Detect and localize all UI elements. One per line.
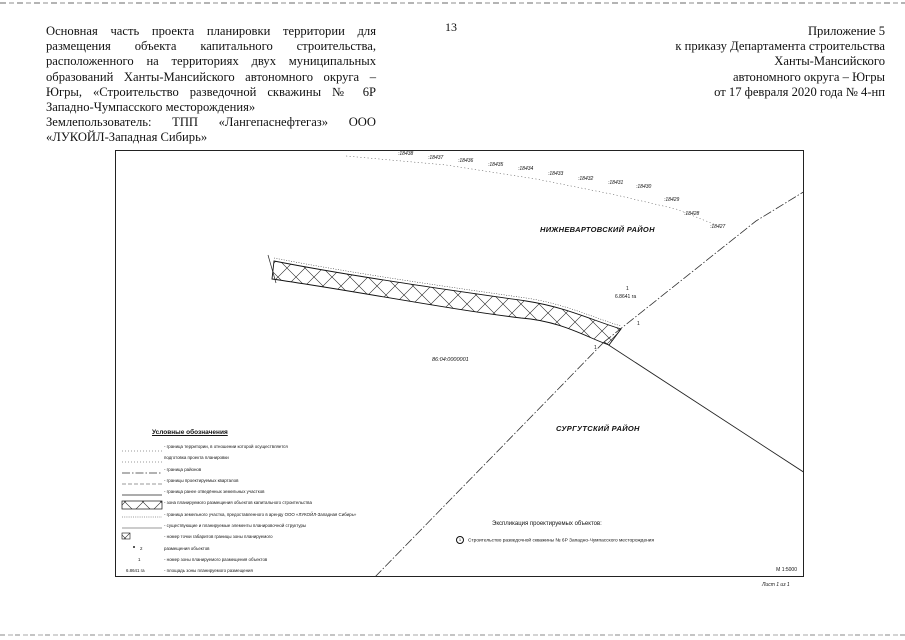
legend-row: - зона планируемого размещения объектов … [122, 498, 372, 509]
district-boundary-north [603, 191, 803, 343]
boundary-point-18428: :18428 [684, 211, 700, 217]
boundary-point-18430: :18430 [636, 184, 652, 190]
map-legend: Условные обозначения - граница территори… [122, 429, 372, 576]
zone-number-label: 1 [626, 286, 629, 292]
map-scale: М 1:5000 [776, 567, 797, 573]
legend-row: 6.8641 га - площадь зоны планируемого ра… [122, 566, 372, 576]
sheet-label: Лист 1 из 1 [762, 582, 790, 588]
legend-text: - зона планируемого размещения объектов … [164, 500, 312, 506]
planned-zone [271, 260, 622, 346]
boundary-point-18438: :18438 [398, 151, 414, 157]
cadastral-number: 86:04:0000001 [432, 357, 469, 363]
scan-edge-bottom [0, 634, 905, 636]
boundary-point-18433: :18433 [548, 171, 564, 177]
appendix-line-3: Ханты-Мансийского [774, 54, 885, 69]
boundary-point-18437: :18437 [428, 155, 444, 161]
legend-row: - граница земельного участка, предоставл… [122, 510, 372, 521]
zone-start-tick [267, 254, 277, 284]
boundary-point-18435: :18435 [488, 162, 504, 168]
region-label-surgut: СУРГУТСКИЙ РАЙОН [556, 424, 640, 433]
legend-row: - граница районов [122, 465, 372, 476]
legend-row: - граница территории, в отношении которо… [122, 442, 372, 453]
legend-sample-zone-area: 6.8641 га [126, 568, 145, 574]
legend-text: - граница ранее отведённых земельных уча… [164, 489, 265, 495]
explication-item-number: 1 [456, 536, 464, 544]
planning-map: :18438 :18437 :18436 :18435 :18434 :1843… [115, 150, 804, 577]
project-description: Основная часть проекта планировки террит… [46, 24, 376, 115]
boundary-point-18436: :18436 [458, 158, 474, 164]
legend-row: подготовка проекта планировки [122, 453, 372, 464]
boundary-point-18427: :18427 [710, 224, 726, 230]
legend-row: - граница ранее отведённых земельных уча… [122, 487, 372, 498]
legend-text: - граница земельного участка, предоставл… [164, 511, 357, 517]
explication-item-text: Строительство разведочной скважины № 6Р … [468, 538, 655, 544]
page-number: 13 [445, 20, 457, 34]
legend-sample-point: 2 [140, 545, 143, 551]
legend-row: - существующие и планируемые элементы пл… [122, 521, 372, 532]
cadastral-boundary [603, 341, 803, 473]
legend-text: - граница районов [164, 466, 202, 472]
legend-text: - граница территории, в отношении которо… [164, 444, 288, 449]
line-marker-2: 1 [637, 321, 640, 327]
legend-sample-zone-number: 1 [138, 556, 141, 562]
explication-item: 1 Строительство разведочной скважины № 6Р… [456, 536, 654, 544]
appendix-block: Приложение 5 к приказу Департамента стро… [585, 24, 885, 100]
map-drawing [121, 155, 803, 576]
legend-title: Условные обозначения [152, 429, 228, 436]
boundary-point-18434: :18434 [518, 166, 534, 172]
legend-text: подготовка проекта планировки [164, 455, 229, 461]
legend-text: - номер точки габаритов границы зоны пла… [164, 534, 273, 540]
boundary-point-18431: :18431 [608, 180, 624, 186]
appendix-date: от 17 февраля 2020 года № 4-нп [714, 84, 885, 99]
appendix-title: Приложение 5 [807, 24, 885, 38]
legend-text: - существующие и планируемые элементы пл… [164, 523, 307, 529]
legend-text: - площадь зоны планируемого размещения [164, 568, 253, 574]
scan-edge-top [0, 2, 905, 4]
legend-row: 1 - номер зоны планируемого размещения о… [122, 555, 372, 566]
district-boundary-south [375, 341, 605, 576]
legend-text: - границы проектируемых кварталов [164, 477, 239, 483]
boundary-point-18432: :18432 [578, 176, 594, 182]
explication-title: Экспликация проектируемых объектов: [492, 521, 602, 527]
region-label-nizhnevartovsk: НИЖНЕВАРТОВСКИЙ РАЙОН [540, 225, 655, 234]
zone-dotted-outline [273, 257, 622, 327]
legend-symbols [121, 450, 163, 548]
document-description: Основная часть проекта планировки террит… [46, 24, 376, 146]
legend-row: 2 размещения объектов [122, 544, 372, 555]
appendix-line-2: к приказу Департамента строительства [675, 39, 885, 54]
boundary-point-18429: :18429 [664, 197, 680, 203]
legend-text: - номер зоны планируемого размещения объ… [164, 556, 268, 562]
line-marker-1: 1 [594, 345, 597, 351]
legend-row: - границы проектируемых кварталов [122, 476, 372, 487]
legend-row: - номер точки габаритов границы зоны пла… [122, 532, 372, 543]
land-user: Землепользователь: ТПП «Лангепаснефтегаз… [46, 115, 376, 145]
appendix-line-4: автономного округа – Югры [732, 69, 885, 84]
zone-area-label: 6.8641 га [615, 294, 637, 300]
object-explication: Экспликация проектируемых объектов: 1 Стр… [456, 521, 654, 544]
top-dotted-boundary [345, 155, 717, 226]
legend-text: размещения объектов [164, 545, 210, 551]
